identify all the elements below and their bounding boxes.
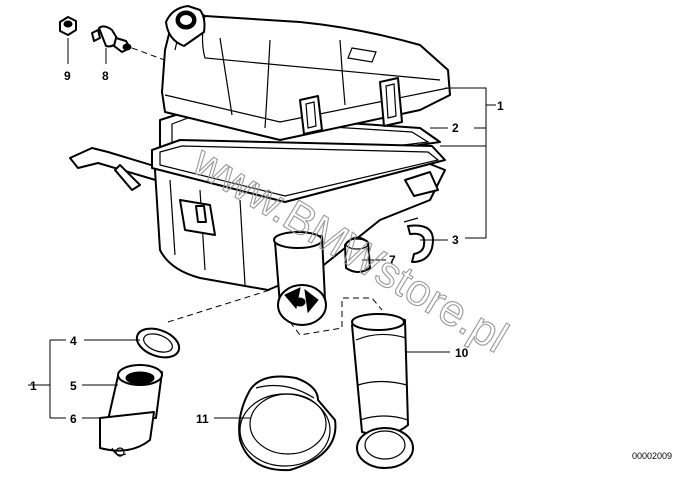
callout-7: 7 <box>389 253 396 267</box>
callout-8: 8 <box>102 69 109 83</box>
part-7-plug-cap <box>344 236 371 273</box>
callout-10: 10 <box>455 346 469 360</box>
callout-1-bottom: 1 <box>30 379 37 393</box>
callout-1-top: 1 <box>497 99 504 113</box>
lid-clip-right <box>379 77 403 127</box>
part-6-intake-sleeve <box>99 411 155 457</box>
part-4-o-ring <box>135 327 181 359</box>
lid-clip-left <box>299 95 323 135</box>
part-5-intake-adapter <box>107 364 163 421</box>
document-number: 00002009 <box>632 451 672 461</box>
callout-6: 6 <box>70 412 77 426</box>
airbox-lower-rim <box>151 139 446 203</box>
callout-3: 3 <box>452 233 459 247</box>
callout-5: 5 <box>70 379 77 393</box>
callout-11: 11 <box>196 412 209 426</box>
part-8-rubber-mount <box>91 25 132 53</box>
part-3-clamp-clip <box>403 217 434 263</box>
airbox-outlet-tube <box>273 231 327 326</box>
part-9-nut <box>59 16 77 36</box>
airbox-upper-lid <box>161 5 451 141</box>
callout-9: 9 <box>64 69 71 83</box>
callout-4: 4 <box>70 334 77 348</box>
callout-2: 2 <box>452 121 459 135</box>
part-11-rubber-boot <box>238 375 337 472</box>
part-10-intake-hose <box>351 313 414 469</box>
